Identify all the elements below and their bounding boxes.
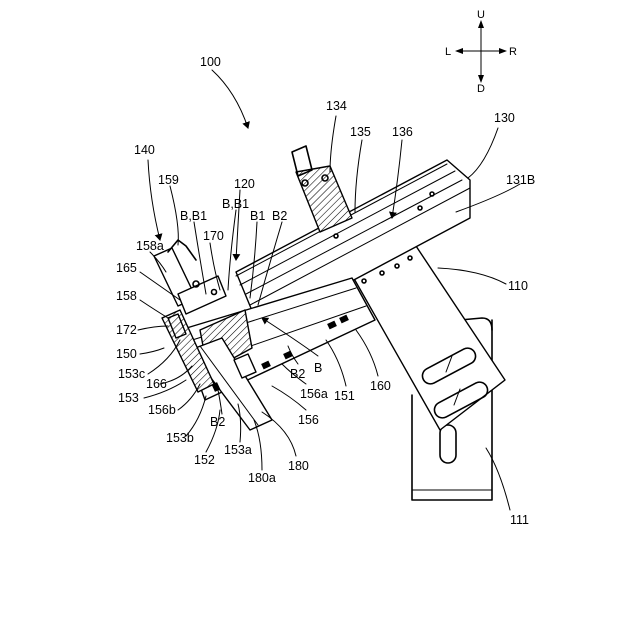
label-131B: 131B [506,173,535,187]
label-120: 120 [234,177,255,191]
leader-160 [356,330,378,376]
leader-150 [140,348,164,354]
leader-130 [468,128,498,178]
compass-up-label: U [477,9,485,21]
label-180a: 180a [248,471,276,485]
label-165: 165 [116,261,137,275]
label-111: 111 [510,513,529,527]
compass-left-label: L [445,46,451,58]
leader-158 [140,300,168,318]
label-172: 172 [116,323,137,337]
label-BB1a: B,B1 [180,209,207,223]
leader-134 [330,116,336,172]
label-B2b: B2 [210,415,225,429]
label-180: 180 [288,459,309,473]
leader-100 [212,70,248,128]
label-100: 100 [200,55,221,69]
label-130: 130 [494,111,515,125]
label-158: 158 [116,289,137,303]
label-B2c: B2 [290,367,305,381]
label-153: 153 [118,391,139,405]
leader-140 [148,160,160,240]
label-140: 140 [134,143,155,157]
label-153a: 153a [224,443,252,457]
label-152: 152 [194,453,215,467]
label-160: 160 [370,379,391,393]
label-110: 110 [508,279,528,293]
label-158a: 158a [136,239,164,253]
compass-left-arrow-icon [455,48,463,54]
stand-slot [440,425,456,463]
label-136: 136 [392,125,413,139]
label-153c: 153c [118,367,145,381]
leader-110 [438,268,506,284]
label-156: 156 [298,413,319,427]
leader-BB1b [228,210,236,290]
direction-compass: U D L R [445,9,517,95]
label-135: 135 [350,125,371,139]
label-153b: 153b [166,431,194,445]
leader-151 [326,340,346,386]
leader-172 [138,326,168,330]
label-134: 134 [326,99,347,113]
leader-153b [186,396,206,436]
leader-159 [170,186,178,245]
label-156a: 156a [300,387,328,401]
label-170: 170 [203,229,224,243]
mount-block [292,146,352,232]
label-B2a: B2 [272,209,287,223]
compass-down-label: D [477,83,485,95]
compass-up-arrow-icon [478,20,484,28]
label-B1: B1 [250,209,265,223]
compass-right-label: R [509,46,517,58]
label-156b: 156b [148,403,176,417]
label-159: 159 [158,173,179,187]
compass-right-arrow-icon [499,48,507,54]
leader-135 [355,140,362,212]
label-BB1b: B,B1 [222,197,249,211]
label-150: 150 [116,347,137,361]
label-151: 151 [334,389,355,403]
label-166: 166 [146,377,167,391]
compass-down-arrow-icon [478,75,484,83]
label-B: B [314,361,322,375]
